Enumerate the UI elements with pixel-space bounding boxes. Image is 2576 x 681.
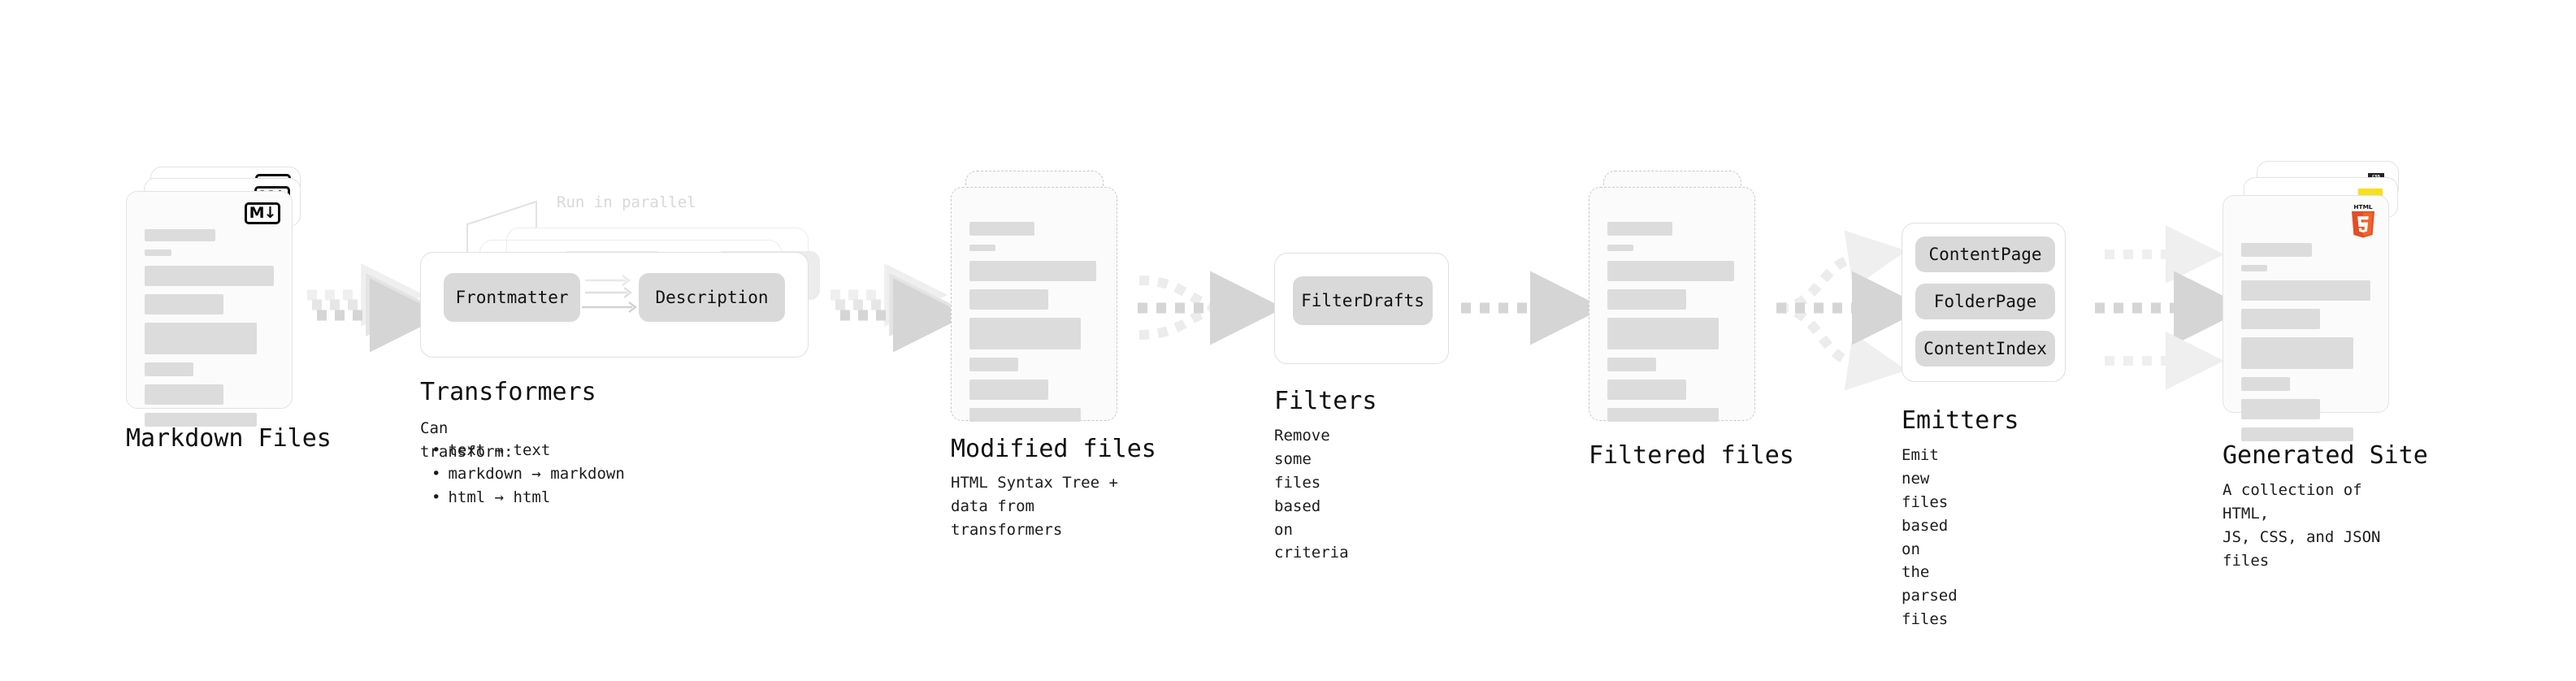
markdown-file-stack: M↓ M↓ M↓ [126, 167, 309, 427]
filters-box: FilterDrafts [1274, 253, 1449, 364]
modified-files-desc: HTML Syntax Tree + data from transformer… [951, 474, 1118, 539]
label-markdown-files: Markdown Files [126, 424, 332, 453]
connector-emitters-to-site [2095, 225, 2248, 390]
filter-pill-filterdrafts[interactable]: FilterDrafts [1293, 276, 1433, 325]
svg-text:CSS: CSS [2372, 174, 2380, 179]
transformers-bullet-2: html → html [432, 486, 625, 510]
filtered-card-front [1589, 187, 1755, 422]
label-filtered-files: Filtered files [1589, 441, 1794, 470]
transformers-bullet-1: markdown → markdown [432, 462, 624, 486]
modified-file-stack [951, 171, 1125, 422]
stage-filtered-files: Filtered files [1589, 171, 1794, 470]
transformers-bullet-0: text → text [432, 439, 625, 462]
label-emitters: Emitters [1902, 406, 2019, 435]
label-filters: Filters [1274, 387, 1377, 415]
modified-card-front [951, 187, 1117, 422]
emitter-pill-contentpage[interactable]: ContentPage [1915, 236, 2055, 272]
filtered-file-stack [1589, 171, 1763, 422]
connector-filtered-to-emitters [1776, 230, 1926, 391]
stage-markdown-files: M↓ M↓ M↓ Markdown Files [126, 167, 332, 453]
site-card-front-html: HTML [2223, 195, 2389, 441]
markdown-card-front: M↓ [126, 191, 293, 427]
emitter-pill-contentindex[interactable]: ContentIndex [1915, 331, 2055, 367]
modified-skeleton [969, 222, 1099, 422]
transformer-inner-arrows [582, 275, 637, 313]
run-in-parallel-leader [466, 200, 537, 252]
label-run-in-parallel: Run in parallel [557, 193, 696, 211]
transformer-pill-frontmatter[interactable]: Frontmatter [444, 273, 580, 322]
emitters-desc: Emit new files based on the parsed files [1902, 446, 1958, 629]
connector-modified-to-filters [1138, 271, 1284, 345]
generated-site-skeleton [2241, 243, 2370, 441]
label-modified-files: Modified files [951, 435, 1156, 463]
transformer-pill-description[interactable]: Description [639, 273, 785, 322]
emitters-box: ContentPage FolderPage ContentIndex [1902, 223, 2066, 382]
emitter-pill-folderpage[interactable]: FolderPage [1915, 284, 2055, 319]
filtered-skeleton [1607, 222, 1737, 422]
connector-md-to-transformers [307, 263, 444, 353]
generated-site-stack: CSS HTML [2223, 161, 2405, 441]
stage-modified-files: Modified files HTML Syntax Tree + data f… [951, 171, 1156, 539]
label-generated-site: Generated Site [2223, 441, 2428, 470]
svg-text:HTML: HTML [2353, 203, 2373, 210]
connector-transformers-to-modified [830, 263, 967, 353]
transformers-box-front: Frontmatter Description [420, 252, 809, 358]
label-transformers: Transformers [420, 378, 596, 406]
stage-generated-site: CSS HTML [2223, 161, 2428, 570]
html5-badge: HTML [2352, 203, 2374, 238]
markdown-skeleton [145, 229, 274, 427]
generated-site-desc: A collection of HTML, JS, CSS, and JSON … [2223, 481, 2381, 570]
transformers-bullets: text → text markdown → markdown html → h… [432, 439, 625, 510]
filters-desc: Remove some files based on criteria [1274, 427, 1349, 562]
markdown-badge-front: M↓ [245, 202, 280, 224]
